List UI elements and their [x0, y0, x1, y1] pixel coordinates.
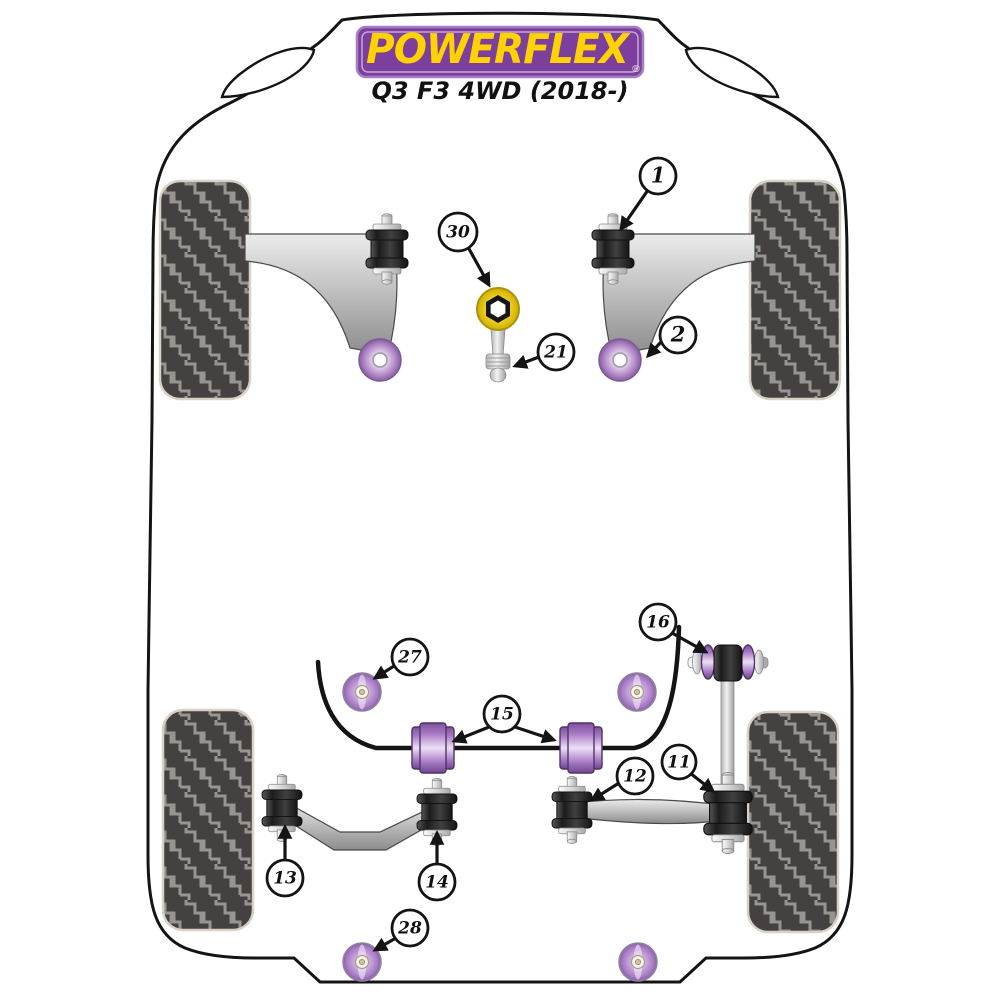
logo-background — [355, 25, 645, 79]
callout-14: 14 — [417, 830, 457, 902]
callout-11-arrow — [689, 771, 716, 793]
callout-30-circle — [437, 211, 479, 253]
front-right-rear-bushing-bore — [612, 352, 628, 368]
rear-anti-roll-bar — [315, 624, 682, 751]
callout-2-label: 2 — [670, 322, 686, 347]
front-left-control-arm — [244, 213, 409, 382]
callout-13: 13 — [265, 824, 305, 898]
callout-1: 1 — [619, 156, 678, 232]
callout-27-circle — [390, 637, 430, 677]
callout-12-arrow — [589, 781, 620, 802]
callout-16-label: 16 — [646, 613, 670, 633]
callout-12-label: 12 — [623, 767, 647, 787]
callout-1-arrow — [619, 189, 650, 232]
callout-1-label: 1 — [651, 163, 666, 188]
callout-1-circle — [638, 156, 678, 196]
right-mirror-outline — [684, 46, 780, 99]
arb-bushing-left — [411, 722, 455, 774]
callout-15-label: 15 — [490, 705, 514, 725]
callout-15: 15 — [451, 694, 557, 744]
callout-12: 12 — [589, 756, 655, 802]
torque-link-shaft — [490, 328, 506, 357]
torque-mount-hex-bore — [490, 300, 506, 318]
left-mirror-outline — [220, 46, 316, 99]
rear-link-top-bushing-right — [740, 644, 756, 680]
callout-21-circle — [536, 332, 576, 372]
callout-30-arrow — [466, 246, 491, 288]
rear-left-top-mount — [342, 672, 382, 712]
front-left-rear-bushing-bore — [372, 352, 388, 368]
callout-14-label: 14 — [425, 873, 449, 893]
callout-15-arrow-right — [514, 725, 557, 744]
brand-name: POWERFLEX — [366, 25, 631, 73]
callout-11-circle — [660, 743, 698, 781]
rear-right-top-mount — [617, 672, 657, 712]
callout-16-arrow — [671, 631, 709, 654]
callout-27-label: 27 — [397, 648, 422, 668]
callout-12-circle — [615, 756, 655, 796]
callout-30-label: 30 — [446, 223, 470, 243]
callout-13-label: 13 — [273, 869, 297, 889]
rear-link-top-washer-left — [692, 649, 702, 675]
callout-13-circle — [265, 858, 305, 898]
callout-28-circle — [390, 908, 430, 948]
arb-bushing-right — [559, 722, 603, 774]
rear-link-top-washer-right — [754, 649, 764, 675]
callout-27-arrow — [372, 664, 395, 680]
callout-27: 27 — [372, 637, 430, 680]
callout-15-circle — [482, 694, 522, 734]
callout-11: 11 — [660, 743, 716, 793]
front-right-control-arm — [591, 213, 756, 382]
rear-right-lower-arm — [571, 798, 729, 825]
powerflex-logo: POWERFLEX ® — [355, 25, 645, 79]
rear-left-tire — [161, 708, 255, 932]
rear-right-bump-stop — [618, 942, 658, 982]
torque-link-tip — [489, 367, 507, 383]
callout-15-arrow-left — [451, 725, 490, 744]
rear-right-tire — [746, 710, 840, 934]
rear-right-link-and-arm — [551, 644, 769, 855]
registered-trademark: ® — [631, 64, 641, 75]
callout-2-arrow — [645, 340, 663, 359]
callout-28-arrow — [372, 936, 397, 952]
rear-link-top-center — [713, 644, 743, 682]
rear-left-tie-bar — [261, 774, 458, 851]
callout-14-circle — [417, 862, 457, 902]
callout-16-circle — [638, 602, 678, 642]
callout-30: 30 — [437, 211, 491, 288]
front-left-tire — [158, 179, 252, 401]
callout-16: 16 — [638, 602, 709, 654]
callout-21-label: 21 — [543, 343, 568, 363]
torque-link-ribs — [487, 357, 509, 367]
callout-28-label: 28 — [397, 919, 422, 939]
lower-torque-mount-link — [476, 287, 520, 383]
callout-21-arrow — [512, 354, 540, 369]
callout-2-circle — [658, 315, 698, 355]
front-right-tire — [748, 179, 842, 401]
callout-11-label: 11 — [667, 753, 691, 773]
callout-2: 2 — [645, 315, 698, 359]
model-label: Q3 F3 4WD (2018-) — [371, 77, 628, 105]
callout-21: 21 — [512, 332, 576, 372]
callout-28: 28 — [372, 908, 430, 952]
logo-inner-border — [361, 31, 639, 73]
